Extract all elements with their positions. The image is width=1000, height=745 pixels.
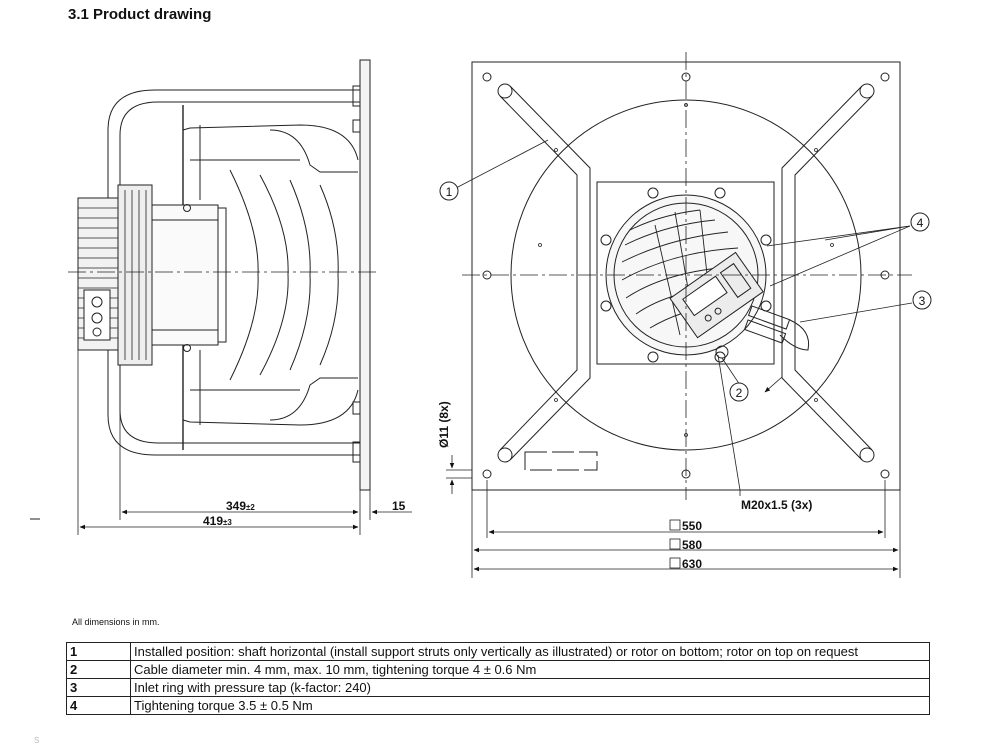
gland-dim [764, 376, 783, 393]
dim-580: 580 [669, 538, 702, 552]
legend-number: 2 [66, 660, 131, 679]
svg-text:M20x1.5 (3x): M20x1.5 (3x) [741, 498, 812, 512]
motor-side [149, 204, 227, 352]
callout-1: 1 [439, 181, 459, 201]
motor-bolts [600, 187, 772, 363]
side-dimensions [77, 350, 412, 535]
electronics-box-front [669, 251, 764, 339]
callout-leaders [455, 139, 913, 386]
legend-text: Installed position: shaft horizontal (in… [130, 642, 930, 661]
dim-hole: Ø11 (8x) [437, 401, 451, 448]
legend-text: Tightening torque 3.5 ± 0.5 Nm [130, 696, 930, 715]
page-title: 3.1 Product drawing [68, 6, 212, 23]
dimensions-note: All dimensions in mm. [72, 617, 160, 627]
product-drawing: 349±2 419±3 15 [30, 52, 932, 578]
legend-row: 3 Inlet ring with pressure tap (k-factor… [66, 678, 930, 697]
cable-glands [715, 305, 810, 359]
svg-text:4: 4 [917, 216, 924, 230]
front-view [462, 52, 912, 500]
legend-number: 3 [66, 678, 131, 697]
legend-row: 2 Cable diameter min. 4 mm, max. 10 mm, … [66, 660, 930, 679]
legend-text: Cable diameter min. 4 mm, max. 10 mm, ti… [130, 660, 930, 679]
legend-row: 1 Installed position: shaft horizontal (… [66, 642, 930, 661]
plate-bolts [352, 85, 361, 463]
dim-550: 550 [669, 519, 702, 533]
electronics-housing-side [77, 184, 153, 366]
legend-table: 1 Installed position: shaft horizontal (… [66, 642, 930, 715]
svg-text:580: 580 [682, 538, 702, 552]
legend-text: Inlet ring with pressure tap (k-factor: … [130, 678, 930, 697]
legend-number: 1 [66, 642, 131, 661]
mounting-plate-side [359, 59, 371, 491]
side-view [68, 59, 380, 491]
svg-text:630: 630 [682, 557, 702, 571]
dim-15: 15 [392, 499, 406, 513]
legend-row: 4 Tightening torque 3.5 ± 0.5 Nm [66, 696, 930, 715]
callout-2: 2 [729, 382, 749, 402]
support-strut-bottom [107, 370, 360, 456]
callout-4: 4 [910, 212, 930, 232]
callout-3: 3 [912, 290, 932, 310]
dim-630: 630 [669, 557, 702, 571]
dim-349: 349±2 [226, 499, 255, 513]
label-area [524, 451, 598, 471]
margin-mark: S [34, 736, 40, 745]
impeller-side [182, 105, 359, 450]
legend-number: 4 [66, 696, 131, 715]
front-struts [497, 83, 875, 463]
thread-callout: M20x1.5 (3x) [717, 354, 814, 512]
front-dimensions [446, 455, 901, 578]
support-strut-top [107, 89, 360, 180]
svg-text:2: 2 [736, 386, 743, 400]
dim-419: 419±3 [203, 514, 232, 528]
svg-text:550: 550 [682, 519, 702, 533]
svg-text:3: 3 [919, 294, 926, 308]
svg-text:1: 1 [446, 185, 453, 199]
motor-bracket [596, 181, 775, 365]
